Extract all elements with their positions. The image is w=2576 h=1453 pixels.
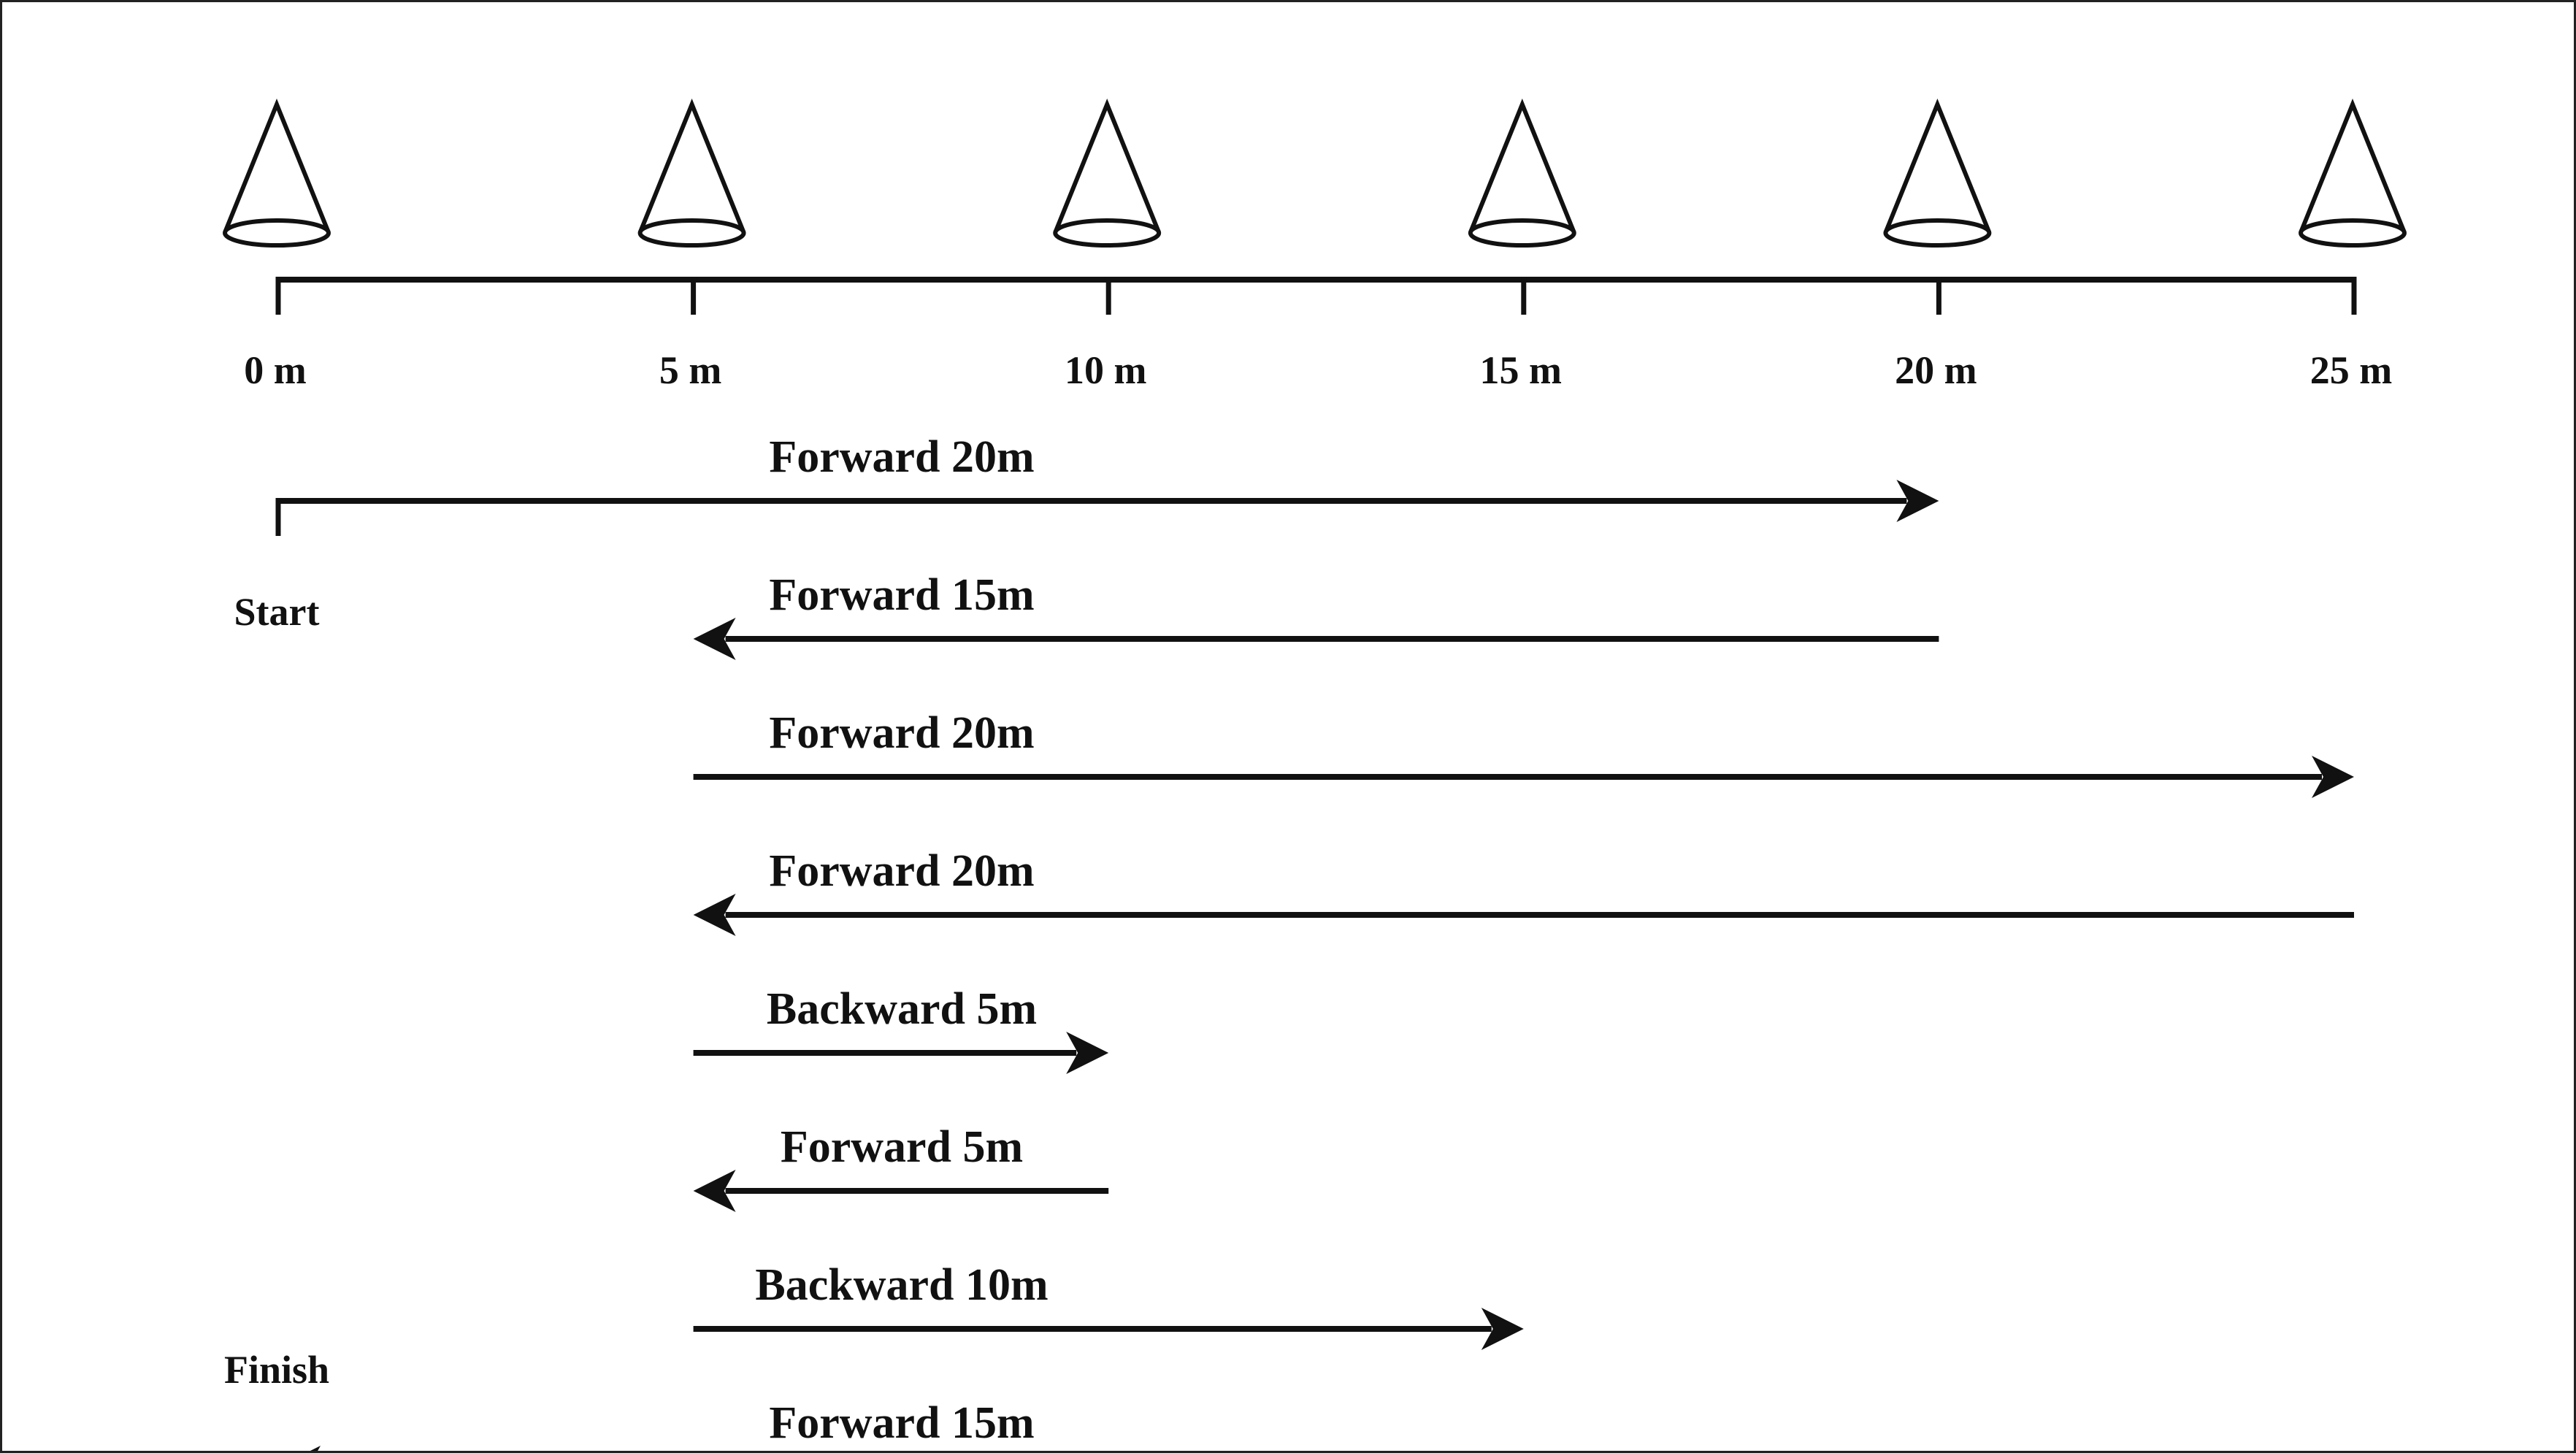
axis-tick-label: 25 m <box>2310 348 2393 392</box>
leg-label: Forward 20m <box>769 708 1034 758</box>
traffic-cone-icon <box>1468 99 1576 248</box>
run-leg: Forward 5m <box>693 1122 1109 1212</box>
traffic-cone-icon <box>1883 99 1992 248</box>
leg-arrow-head <box>693 894 736 936</box>
start-label: Start <box>234 590 320 634</box>
leg-arrow-head <box>310 1446 321 1451</box>
leg-arrow-head <box>693 618 736 660</box>
axis-tick-label: 10 m <box>1065 348 1147 392</box>
leg-label: Forward 20m <box>769 846 1034 896</box>
leg-label: Forward 15m <box>769 1398 1034 1448</box>
leg-arrow-head <box>1066 1032 1109 1074</box>
leg-arrow-head <box>2312 756 2354 798</box>
traffic-cone-icon <box>223 99 331 248</box>
leg-arrow-head <box>693 1170 736 1212</box>
axis-tick-label: 20 m <box>1895 348 1977 392</box>
run-leg: Forward 20m <box>693 708 2354 798</box>
run-leg: Forward 15m <box>310 1398 1035 1451</box>
axis-tick-label: 15 m <box>1480 348 1563 392</box>
run-leg: Backward 5m <box>693 984 1109 1074</box>
axis-tick-label: 0 m <box>244 348 307 392</box>
traffic-cone-icon <box>2299 99 2407 248</box>
run-leg: Backward 10m <box>693 1260 1524 1350</box>
run-leg: Forward 20m <box>693 846 2354 936</box>
leg-arrow-head <box>1896 480 1939 522</box>
distance-axis: 0 m 5 m 10 m 15 m 20 m 25 m <box>244 277 2392 392</box>
axis-tick-label: 5 m <box>659 348 722 392</box>
run-leg: Forward 15m <box>693 570 1939 660</box>
leg-label: Forward 20m <box>769 432 1034 482</box>
leg-label: Backward 10m <box>755 1260 1048 1310</box>
leg-label: Backward 5m <box>767 984 1037 1034</box>
traffic-cone-icon <box>1053 99 1162 248</box>
cones-layer <box>223 99 2407 248</box>
finish-label: Finish <box>224 1348 329 1392</box>
leg-label: Forward 5m <box>781 1122 1023 1172</box>
leg-label: Forward 15m <box>769 570 1034 620</box>
run-leg: Forward 20m <box>275 432 1939 536</box>
leg-arrow-head <box>1481 1308 1524 1350</box>
traffic-cone-icon <box>637 99 746 248</box>
